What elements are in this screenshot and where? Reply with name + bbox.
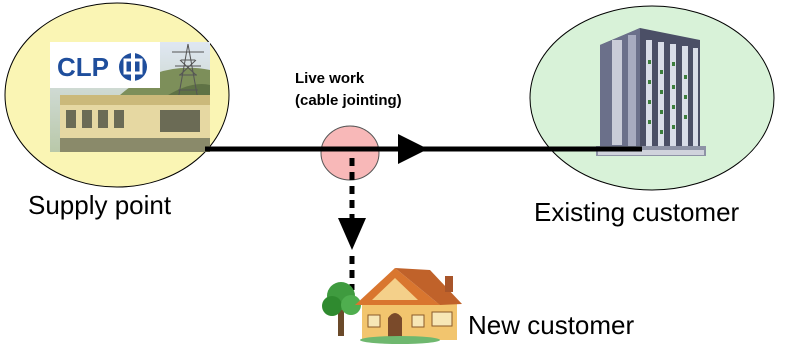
branch-arrow	[338, 218, 366, 250]
cable-joint-circle	[320, 125, 380, 181]
new-customer-label: New customer	[468, 310, 635, 340]
clp-logo-text: CLP	[57, 52, 109, 82]
existing-customer-label: Existing customer	[534, 197, 740, 227]
cable-direction-arrow	[398, 134, 428, 164]
house-image	[322, 268, 462, 344]
supply-station-image: CLP	[50, 42, 210, 152]
office-building-image	[596, 28, 706, 156]
live-work-title: Live work	[295, 70, 365, 87]
live-work-label: Live work (cable jointing)	[295, 68, 402, 112]
supply-point-label: Supply point	[28, 190, 172, 220]
live-work-subtitle: (cable jointing)	[295, 92, 402, 109]
